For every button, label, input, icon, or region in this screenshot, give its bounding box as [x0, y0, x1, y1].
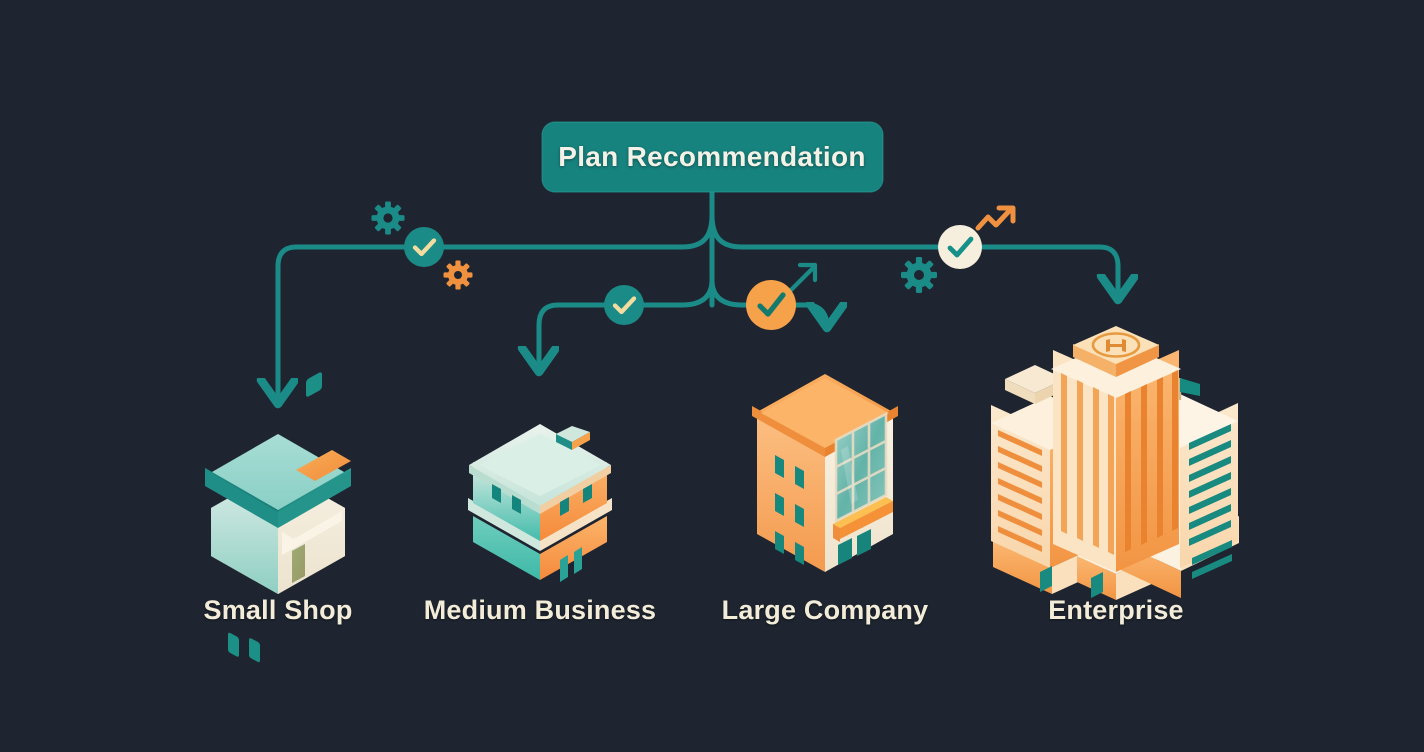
- arrow-up-right-icon: [785, 262, 818, 296]
- check-badge-icon[interactable]: [746, 280, 796, 330]
- title-box-background: [542, 122, 883, 192]
- small-shop-building-icon: [205, 372, 351, 663]
- page-title: Plan Recommendation: [558, 141, 866, 172]
- title-box[interactable]: [541, 121, 884, 193]
- gear-icon: [443, 260, 473, 290]
- connector-medium-business: [539, 277, 715, 372]
- node-label-large-company: Large Company: [721, 595, 929, 625]
- check-badge-icon[interactable]: [404, 227, 444, 267]
- node-label-medium-business: Medium Business: [423, 595, 657, 625]
- node-label-enterprise: Enterprise: [1048, 595, 1184, 625]
- gear-icon: [371, 201, 405, 235]
- trending-up-icon: [975, 205, 1016, 231]
- connector-small-shop: [278, 212, 715, 404]
- gear-icon: [901, 257, 937, 293]
- connector-enterprise: [709, 212, 1118, 300]
- check-badge-icon[interactable]: [938, 225, 982, 269]
- large-company-building-icon: [752, 374, 898, 572]
- title-box-border: [541, 121, 884, 193]
- medium-business-building-icon: [468, 424, 612, 582]
- node-label-small-shop: Small Shop: [203, 595, 353, 625]
- enterprise-building-icon: [991, 326, 1239, 600]
- connector-large-company: [709, 277, 827, 328]
- connector-group: [278, 189, 1118, 404]
- check-badge-icon[interactable]: [604, 285, 644, 325]
